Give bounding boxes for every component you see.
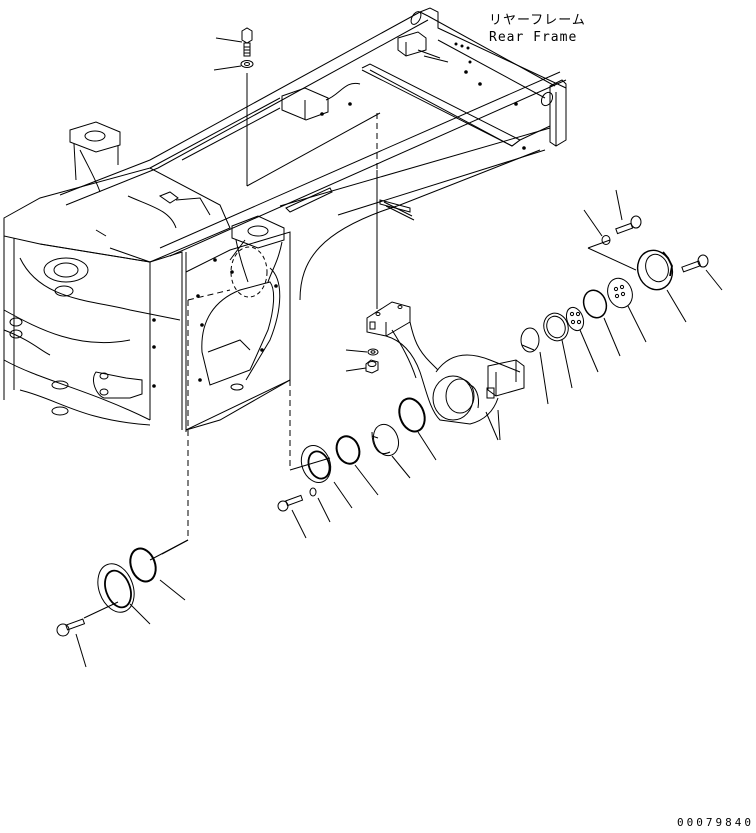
retainer-center [296,441,352,508]
snap-ring-right [580,287,620,356]
assembly-guide-lines [150,73,636,560]
drawing-number: 00079840 [677,816,754,829]
spacer-plate-right [604,275,646,342]
washer-center [310,488,330,522]
oring-center-2 [333,433,378,495]
oring-center [395,395,436,460]
upper-bolt-right [616,190,641,234]
oring-left [126,540,188,600]
title-block: リヤーフレーム Rear Frame [489,12,586,46]
bolt-left [57,602,118,667]
title-english: Rear Frame [489,30,578,45]
upper-washer-right [584,210,610,245]
center-pivot-bracket [367,302,524,440]
rear-frame [4,8,566,432]
bracket-washer [346,349,378,355]
bracket-nut [346,360,378,373]
cap-right [632,245,686,322]
bushing-center [369,421,410,478]
retainer-left [91,559,150,624]
bushing-right [521,328,548,404]
bolt-center [278,495,306,538]
plate-4hole [563,305,598,372]
cap-bolt-right [682,255,722,290]
shim-ring-right [540,310,572,388]
top-bolt [216,28,252,56]
top-washer [214,61,253,71]
title-japanese: リヤーフレーム [489,13,586,28]
